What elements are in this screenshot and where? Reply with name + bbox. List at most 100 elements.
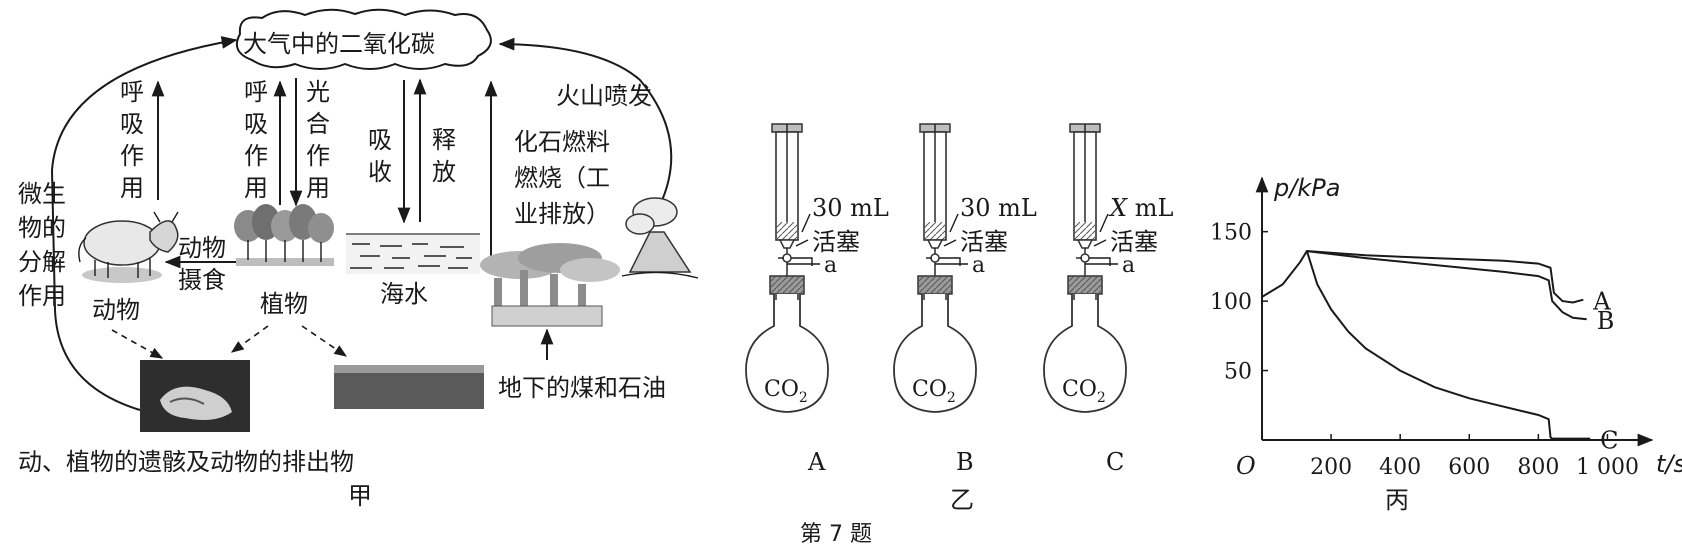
remains-label: 动、植物的遗骸及动物的排出物: [18, 448, 354, 476]
flask-a-plunger: 活塞: [812, 228, 860, 256]
svg-text:光: 光: [306, 78, 330, 106]
trees-illustration: [234, 204, 334, 266]
flask-b-plunger-leader: [943, 239, 957, 247]
photosynthesis-label: 光 合 作 用: [306, 78, 330, 202]
svg-text:放: 放: [432, 158, 456, 186]
volcano-label: 火山喷发: [556, 82, 652, 110]
x-tick-label: 1 000: [1576, 455, 1639, 480]
seawater-label: 海水: [380, 280, 428, 308]
svg-text:释: 释: [432, 126, 456, 154]
svg-text:合: 合: [306, 110, 330, 138]
svg-text:作: 作: [120, 142, 144, 170]
panel-yi-label: 乙: [950, 486, 974, 514]
svg-text:微生: 微生: [18, 180, 66, 208]
svg-text:收: 收: [368, 158, 392, 186]
microbe-label: 微生 物的 分解 作用: [18, 180, 66, 310]
flask-b-plunger: 活塞: [960, 228, 1008, 256]
fossil-fuel-label: 化石燃料 燃烧（工 业排放）: [514, 128, 610, 228]
plant-to-remains-arrow: [230, 325, 269, 353]
flask-a-name: A: [807, 448, 826, 476]
flask-b-name: B: [956, 448, 974, 476]
plant-to-coal-arrow: [301, 325, 348, 357]
flask-c-volume: X mL: [1108, 194, 1173, 222]
y-tick-label: 150: [1210, 221, 1252, 246]
flask-c-gas: CO2: [1062, 377, 1106, 406]
coal-oil-illustration: [334, 365, 484, 409]
microbe-arrow: [50, 36, 238, 411]
svg-text:业排放）: 业排放）: [514, 200, 610, 228]
panel-bing-label: 丙: [1385, 486, 1409, 514]
x-tick-label: 400: [1379, 455, 1421, 480]
flask-a-valve: a: [824, 253, 837, 278]
y-tick-label: 50: [1224, 360, 1252, 385]
svg-text:分解: 分解: [18, 248, 66, 276]
svg-text:吸: 吸: [244, 110, 268, 138]
series-label-a: A: [1592, 288, 1611, 316]
factory-illustration: [480, 243, 620, 327]
series-line-c: [1305, 250, 1591, 440]
seawater-illustration: [346, 233, 480, 274]
y-axis-label: p/kPa: [1273, 174, 1340, 202]
flask-b-volume-leader: [949, 213, 959, 233]
flask-c-plunger-leader: [1093, 239, 1107, 247]
coal-oil-label: 地下的煤和石油: [498, 374, 666, 402]
y-tick-label: 100: [1210, 290, 1252, 315]
cow-illustration: [78, 211, 179, 283]
svg-text:吸: 吸: [120, 110, 144, 138]
svg-text:用: 用: [244, 174, 268, 202]
origin-label: O: [1236, 452, 1256, 480]
series-line-a: [1261, 250, 1584, 304]
svg-text:呼: 呼: [244, 78, 268, 106]
svg-text:作: 作: [244, 142, 268, 170]
flask-c-valve: a: [1122, 253, 1135, 278]
plant-label: 植物: [260, 290, 308, 318]
svg-text:吸: 吸: [368, 126, 392, 154]
flask-a-gas: CO2: [764, 377, 808, 406]
series-label-b: B: [1597, 307, 1615, 335]
flask-b-valve: a: [972, 253, 985, 278]
series-line-b: [1306, 250, 1587, 321]
flask-b-apparatus: [893, 123, 977, 413]
flask-c-apparatus: [1043, 123, 1127, 413]
volcano-arrow: [498, 37, 673, 206]
co2-cloud: [236, 8, 492, 70]
svg-text:作用: 作用: [18, 282, 66, 310]
animal-to-remains-arrow: [111, 329, 164, 359]
remains-illustration: [140, 360, 250, 432]
volcano-illustration: [621, 197, 699, 279]
release-label: 释 放: [432, 126, 456, 186]
x-tick-label: 800: [1517, 455, 1559, 480]
flask-a-plunger-leader: [795, 239, 809, 247]
flask-c-name: C: [1106, 448, 1124, 476]
animal-label: 动物: [92, 296, 140, 324]
flask-a: 30 mL 活塞 a CO2 A: [745, 123, 889, 476]
x-tick-label: 200: [1310, 455, 1352, 480]
flask-a-apparatus: [745, 123, 829, 413]
plant-respiration-label: 呼 吸 作 用: [244, 78, 268, 202]
x-axis-label: t/s: [1656, 450, 1682, 478]
svg-text:摄食: 摄食: [178, 266, 226, 294]
svg-text:用: 用: [120, 174, 144, 202]
panel-jia: 大气中的二氧化碳 微生 物的 分解 作用 呼 吸 作 用 呼 吸 作 用 光: [18, 8, 699, 510]
flask-b: 30 mL 活塞 a CO2 B: [893, 123, 1037, 476]
feeding-label: 动物 摄食: [178, 234, 226, 294]
svg-text:燃烧（工: 燃烧（工: [514, 164, 610, 192]
svg-text:作: 作: [306, 142, 330, 170]
absorb-label: 吸 收: [368, 126, 392, 186]
svg-text:用: 用: [306, 174, 330, 202]
svg-text:动物: 动物: [178, 234, 226, 262]
flask-c-plunger: 活塞: [1110, 228, 1158, 256]
figure-caption: 第 7 题: [800, 522, 872, 547]
flask-b-gas: CO2: [912, 377, 956, 406]
svg-text:物的: 物的: [18, 214, 66, 242]
x-tick-label: 600: [1448, 455, 1490, 480]
animal-respiration-label: 呼 吸 作 用: [120, 78, 144, 202]
flask-a-volume: 30 mL: [812, 194, 889, 222]
panel-jia-label: 甲: [348, 482, 372, 510]
flask-b-volume: 30 mL: [960, 194, 1037, 222]
flask-c-volume-leader: [1099, 213, 1109, 233]
svg-text:呼: 呼: [120, 78, 144, 106]
panel-yi: 乙: [950, 486, 974, 514]
